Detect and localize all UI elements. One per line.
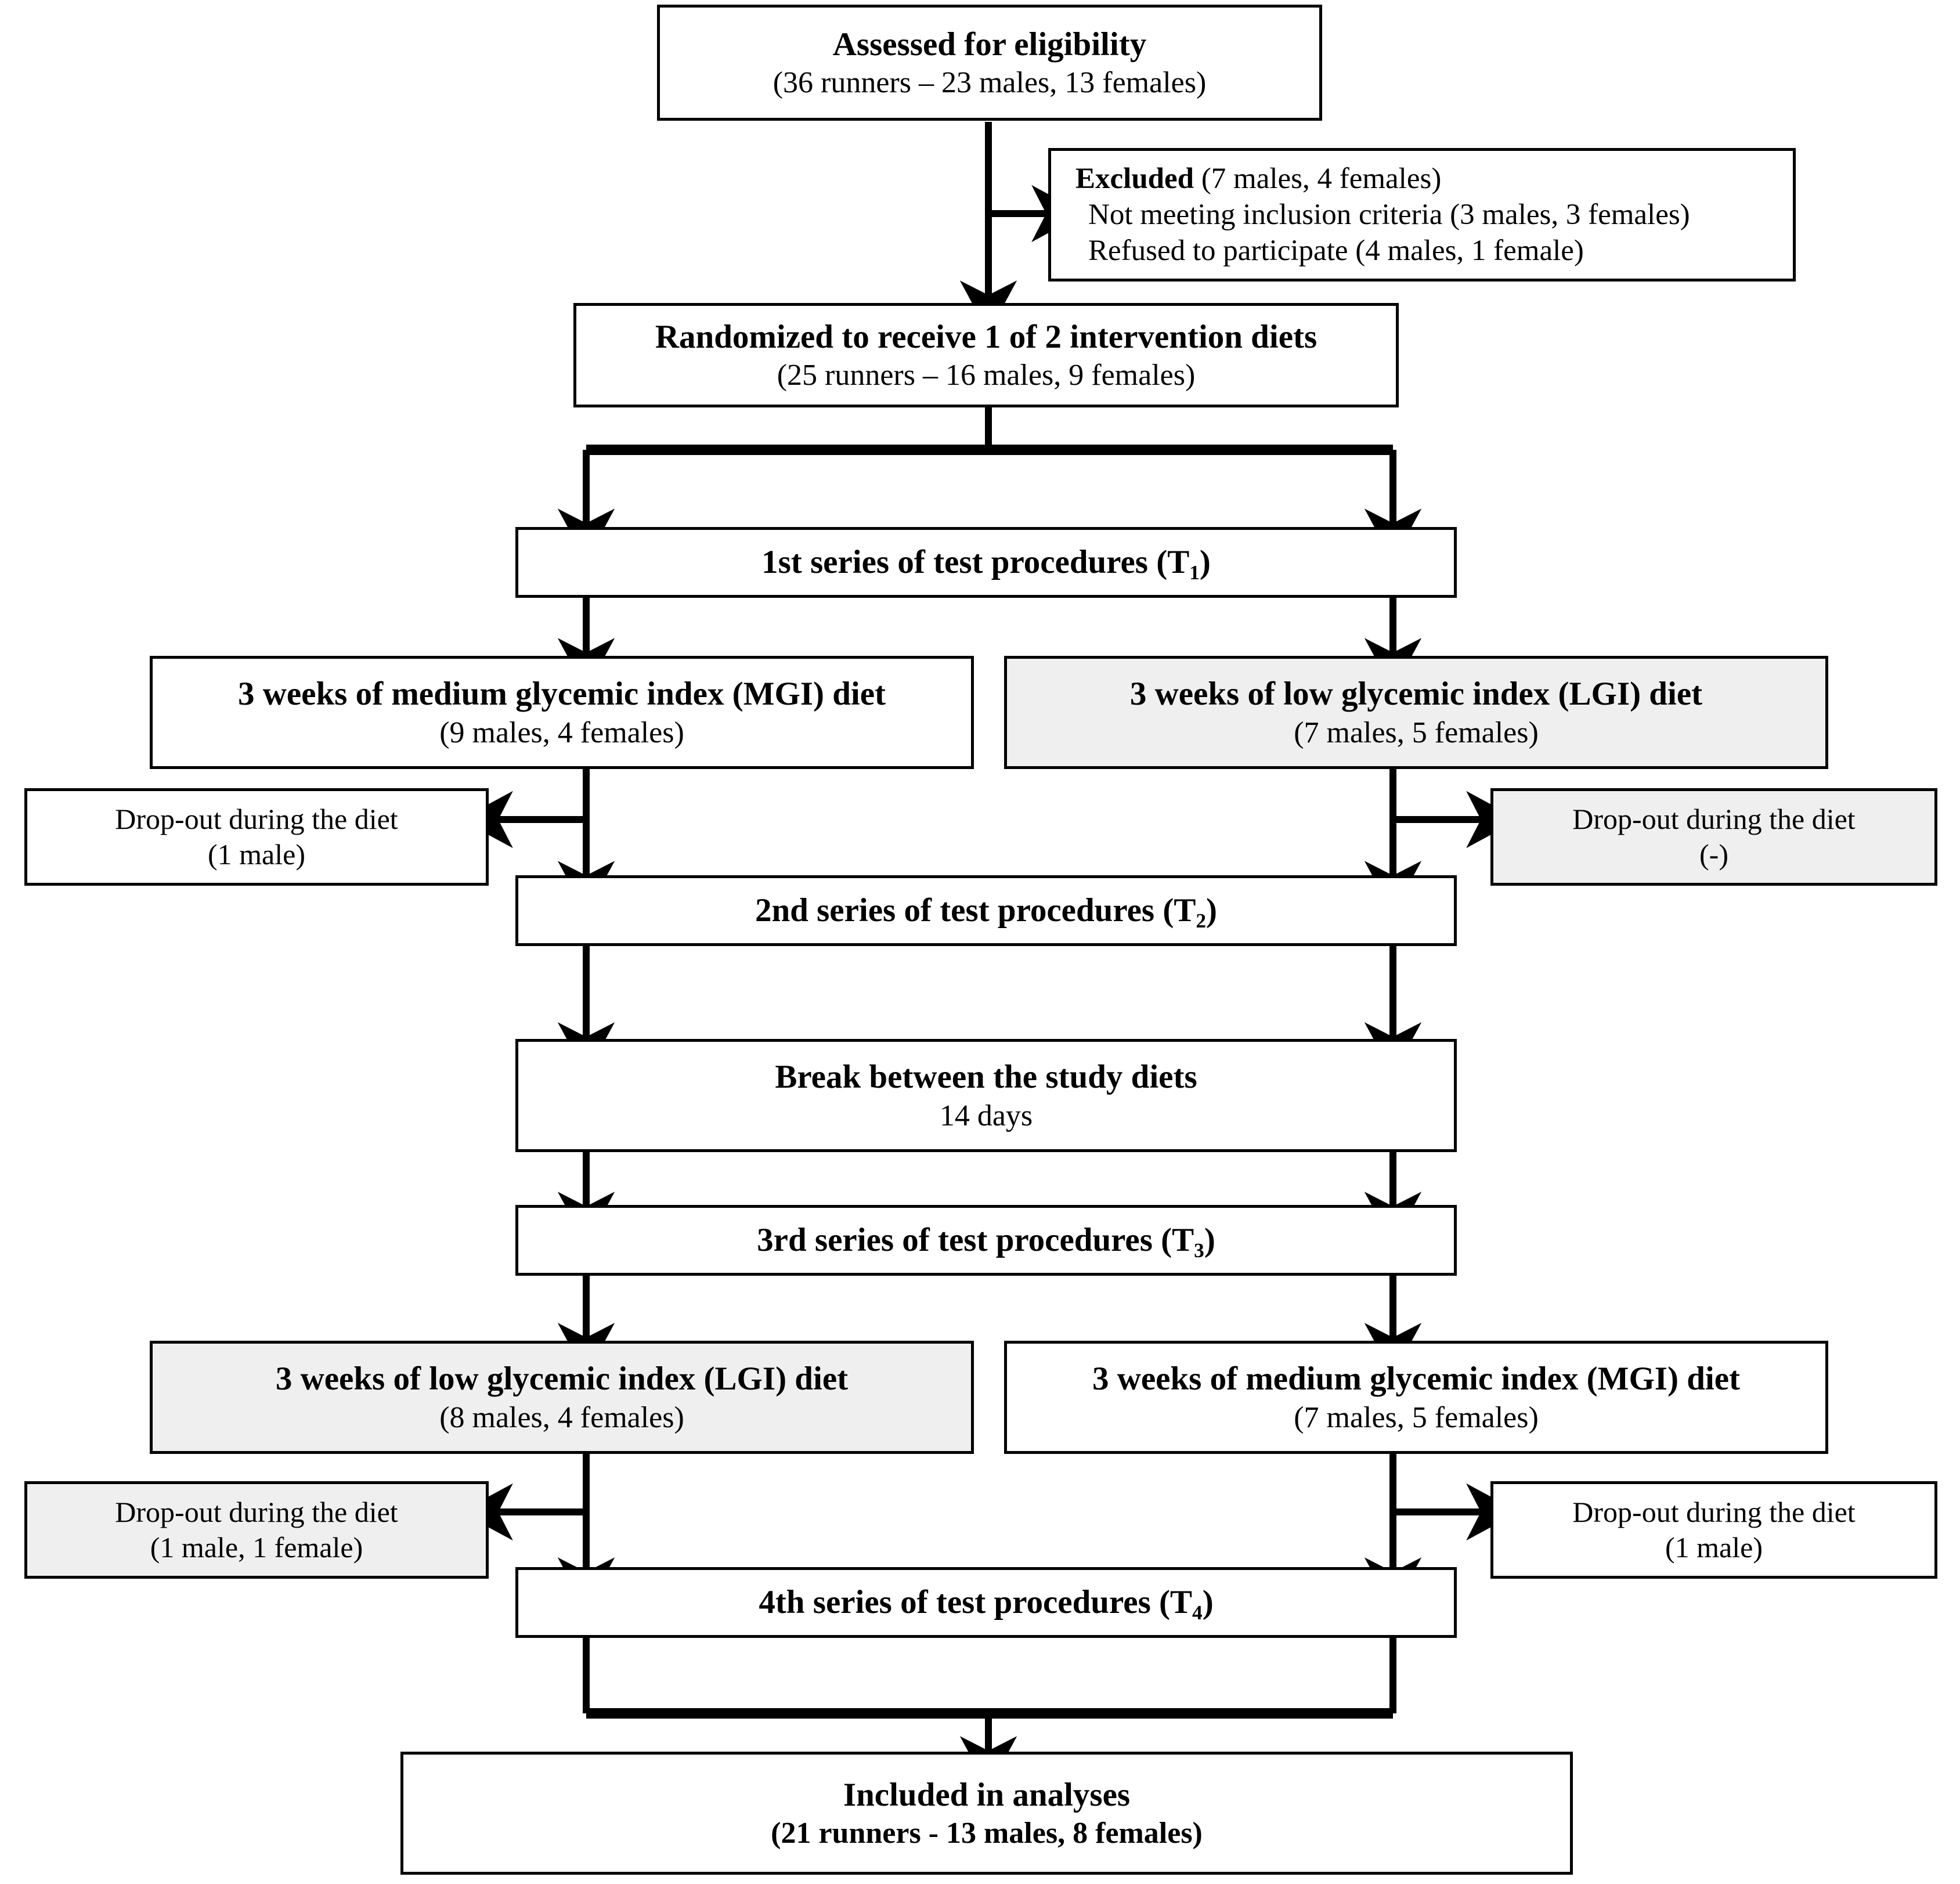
node-dropout-lgi-first: Drop-out during the diet (-) xyxy=(1490,788,1937,886)
node-mgi-diet-second-period: 3 weeks of medium glycemic index (MGI) d… xyxy=(1004,1341,1828,1454)
mgi-second-detail: (7 males, 5 females) xyxy=(1294,1401,1539,1434)
dropout-mgi-second-detail: (1 male) xyxy=(1665,1531,1763,1564)
dropout-mgi-first-detail: (1 male) xyxy=(208,838,305,871)
t4-subscript: 4 xyxy=(1192,1601,1203,1624)
randomized-detail: (25 runners – 16 males, 9 females) xyxy=(777,359,1196,392)
excluded-label: Excluded xyxy=(1075,162,1194,195)
t3-title-text: 3rd series of test procedures (T xyxy=(757,1222,1194,1259)
included-title: Included in analyses xyxy=(843,1776,1131,1813)
t3-subscript: 3 xyxy=(1194,1239,1204,1262)
excluded-line-2: Not meeting inclusion criteria (3 males,… xyxy=(1088,198,1690,231)
excluded-line-3: Refused to participate (4 males, 1 femal… xyxy=(1088,234,1584,268)
dropout-lgi-second-title: Drop-out during the diet xyxy=(115,1496,398,1528)
node-break-between-diets: Break between the study diets 14 days xyxy=(515,1039,1457,1152)
assessed-title: Assessed for eligibility xyxy=(832,26,1147,63)
node-test-series-3: 3rd series of test procedures (T3) xyxy=(515,1205,1457,1276)
t4-title-text: 4th series of test procedures (T xyxy=(759,1584,1193,1621)
node-lgi-diet-second-period: 3 weeks of low glycemic index (LGI) diet… xyxy=(150,1341,974,1454)
node-lgi-diet-first-period: 3 weeks of low glycemic index (LGI) diet… xyxy=(1004,656,1828,769)
node-assessed-for-eligibility: Assessed for eligibility (36 runners – 2… xyxy=(657,5,1322,121)
mgi-first-detail: (9 males, 4 females) xyxy=(439,716,684,749)
t2-title: 2nd series of test procedures (T2) xyxy=(755,890,1218,932)
lgi-second-detail: (8 males, 4 females) xyxy=(439,1401,684,1434)
node-randomized: Randomized to receive 1 of 2 interventio… xyxy=(573,303,1399,407)
dropout-lgi-first-title: Drop-out during the diet xyxy=(1572,803,1856,835)
mgi-second-title: 3 weeks of medium glycemic index (MGI) d… xyxy=(1092,1360,1741,1398)
randomized-title: Randomized to receive 1 of 2 interventio… xyxy=(655,318,1318,355)
break-detail: 14 days xyxy=(939,1099,1033,1132)
t1-subscript: 1 xyxy=(1189,561,1200,584)
mgi-first-title: 3 weeks of medium glycemic index (MGI) d… xyxy=(237,676,886,713)
t2-title-text: 2nd series of test procedures (T xyxy=(755,892,1196,929)
t2-subscript: 2 xyxy=(1196,909,1207,932)
t1-title-end: ) xyxy=(1199,544,1211,581)
excluded-counts: (7 males, 4 females) xyxy=(1194,162,1442,195)
t1-title-text: 1st series of test procedures (T xyxy=(761,544,1190,581)
t4-title: 4th series of test procedures (T4) xyxy=(759,1582,1214,1624)
t4-title-end: ) xyxy=(1202,1584,1214,1621)
t3-title-end: ) xyxy=(1204,1222,1215,1259)
dropout-mgi-first-title: Drop-out during the diet xyxy=(115,803,398,835)
t2-title-end: ) xyxy=(1206,892,1218,929)
lgi-first-title: 3 weeks of low glycemic index (LGI) diet xyxy=(1129,676,1703,713)
t3-title: 3rd series of test procedures (T3) xyxy=(757,1220,1215,1262)
lgi-first-detail: (7 males, 5 females) xyxy=(1294,716,1539,749)
dropout-lgi-second-detail: (1 male, 1 female) xyxy=(150,1531,363,1564)
lgi-second-title: 3 weeks of low glycemic index (LGI) diet xyxy=(275,1360,849,1398)
dropout-mgi-second-title: Drop-out during the diet xyxy=(1572,1496,1856,1528)
node-excluded: Excluded (7 males, 4 females) Not meetin… xyxy=(1048,148,1796,281)
node-test-series-1: 1st series of test procedures (T1) xyxy=(515,527,1457,598)
excluded-line-1: Excluded (7 males, 4 females) xyxy=(1075,161,1441,197)
included-detail: (21 runners - 13 males, 8 females) xyxy=(771,1817,1203,1850)
node-test-series-4: 4th series of test procedures (T4) xyxy=(515,1567,1457,1638)
node-mgi-diet-first-period: 3 weeks of medium glycemic index (MGI) d… xyxy=(150,656,974,769)
node-dropout-mgi-second: Drop-out during the diet (1 male) xyxy=(1490,1481,1937,1579)
t1-title: 1st series of test procedures (T1) xyxy=(761,542,1211,584)
node-test-series-2: 2nd series of test procedures (T2) xyxy=(515,875,1457,946)
node-included-in-analyses: Included in analyses (21 runners - 13 ma… xyxy=(400,1752,1573,1875)
dropout-lgi-first-detail: (-) xyxy=(1699,838,1728,871)
break-title: Break between the study diets xyxy=(775,1059,1197,1096)
node-dropout-mgi-first: Drop-out during the diet (1 male) xyxy=(24,788,489,886)
assessed-detail: (36 runners – 23 males, 13 females) xyxy=(773,66,1207,100)
node-dropout-lgi-second: Drop-out during the diet (1 male, 1 fema… xyxy=(24,1481,489,1579)
